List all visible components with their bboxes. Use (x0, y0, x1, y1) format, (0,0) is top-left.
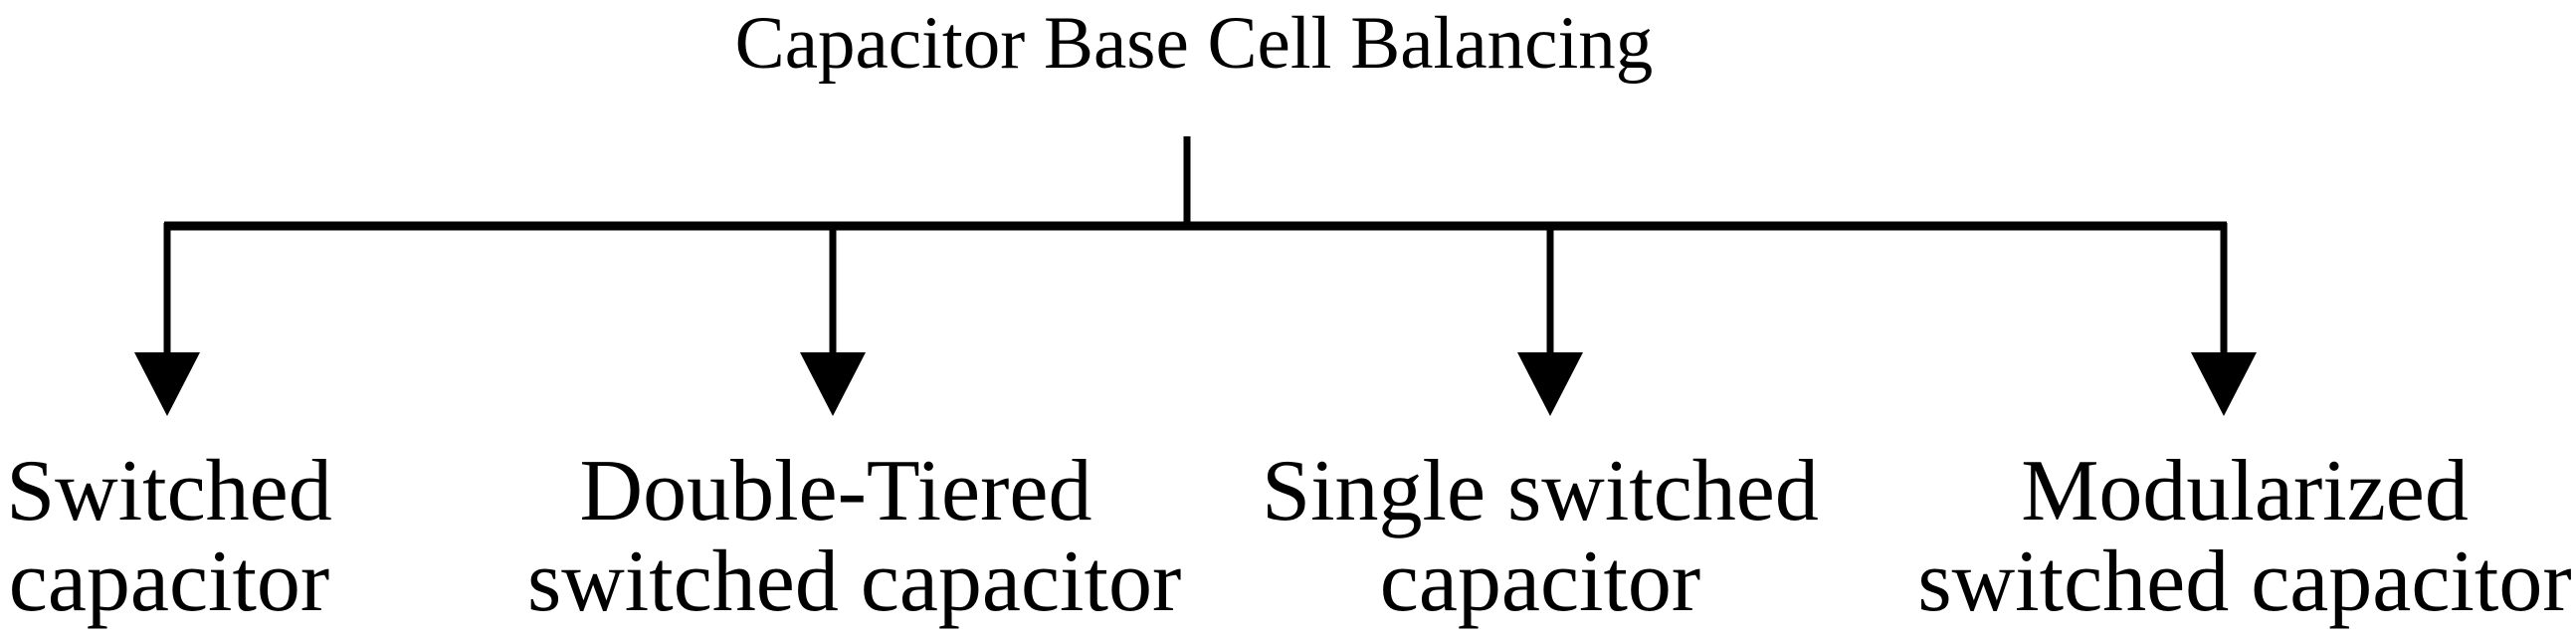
arrowhead-icon (800, 352, 866, 416)
leaf-label-line-2: capacitor (8, 534, 330, 630)
connector-double-tiered-switched-capacitor (800, 223, 866, 416)
connector-modularized-switched-capacitor (2191, 223, 2257, 416)
arrowhead-icon (2191, 352, 2257, 416)
root-node-title: Capacitor Base Cell Balancing (734, 2, 1654, 85)
leaf-label-line-1: Double-Tiered (579, 443, 1092, 539)
leaf-node-single-switched-capacitor: Single switched capacitor (1232, 446, 1849, 627)
arrowhead-icon (134, 352, 200, 416)
leaf-node-double-tiered-switched-capacitor: Double-Tiered switched capacitor (527, 443, 1182, 630)
leaf-label-line-2: switched capacitor (1917, 534, 2572, 630)
leaf-label-line-1: Switched (6, 443, 332, 539)
leaf-label-line-1: Single switched (1262, 443, 1819, 539)
arrowhead-icon (1517, 352, 1583, 416)
leaf-label-line-2: capacitor (1379, 534, 1701, 630)
connector-single-switched-capacitor (1517, 223, 1583, 416)
leaf-label-line-1: Modularized (2021, 443, 2469, 539)
connector-switched-capacitor (134, 223, 200, 416)
leaf-label-line-2: switched capacitor (527, 534, 1182, 630)
leaf-node-modularized-switched-capacitor: Modularized switched capacitor (1910, 446, 2576, 627)
leaf-node-switched-capacitor: Switched capacitor (0, 446, 398, 627)
